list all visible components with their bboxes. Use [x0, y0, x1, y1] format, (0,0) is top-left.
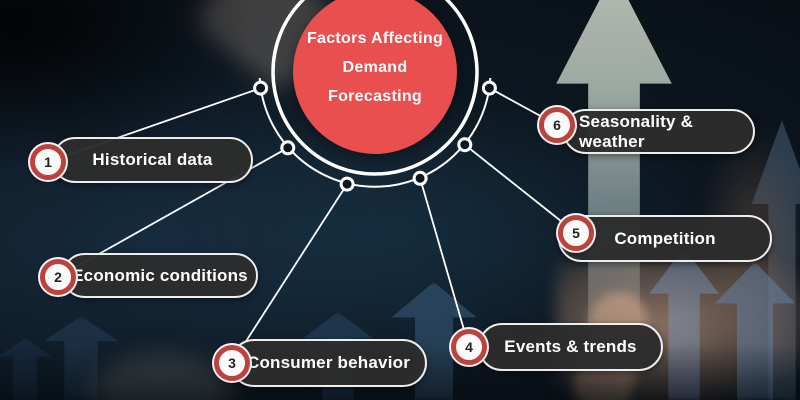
factor-number: 4	[465, 339, 473, 355]
factor-pill-events-trends: Events & trends	[478, 323, 663, 371]
factor-badge-3: 3	[214, 345, 250, 381]
factor-badge-5: 5	[558, 215, 594, 251]
factor-badge-4: 4	[451, 329, 487, 365]
node-dot-4	[412, 170, 428, 186]
central-title-line-3: Forecasting	[328, 87, 422, 105]
factor-label: Competition	[614, 228, 716, 248]
node-dot-1	[253, 80, 269, 96]
central-title-line-1: Factors Affecting	[306, 29, 444, 47]
connector-line-3	[231, 183, 348, 364]
factor-pill-seasonality-weather: Seasonality & weather	[563, 109, 755, 154]
factor-badge-6: 6	[539, 107, 575, 143]
factor-badge-1: 1	[30, 144, 66, 180]
factor-number: 1	[44, 154, 52, 170]
factor-number: 2	[54, 269, 62, 285]
factor-pill-consumer-behavior: Consumer behavior	[230, 339, 427, 387]
connector-line-5	[464, 143, 577, 234]
center-ring	[271, 0, 479, 176]
factor-number: 3	[228, 355, 236, 371]
factor-label: Seasonality & weather	[579, 111, 694, 151]
central-title-line-2: Demand	[342, 58, 408, 76]
factor-pill-economic-conditions: Economic conditions	[62, 253, 258, 298]
node-dot-5	[457, 137, 473, 153]
node-dot-6	[481, 80, 497, 96]
factor-label: Consumer behavior	[246, 353, 411, 372]
factor-number: 5	[572, 225, 580, 241]
factor-pill-historical-data: Historical data	[52, 137, 253, 183]
factor-label: Economic conditions	[72, 265, 248, 285]
factor-badge-2: 2	[40, 259, 76, 295]
factor-pill-competition: Competition	[558, 215, 772, 262]
connector-line-4	[419, 178, 470, 348]
factor-number: 6	[553, 117, 561, 133]
factor-label: Historical data	[92, 150, 213, 169]
central-topic-circle: Factors Affecting Demand Forecasting	[293, 0, 457, 154]
node-dot-3	[339, 176, 355, 192]
factor-label: Events & trends	[504, 337, 637, 356]
node-dot-2	[280, 140, 296, 156]
node-arc	[258, 77, 492, 188]
